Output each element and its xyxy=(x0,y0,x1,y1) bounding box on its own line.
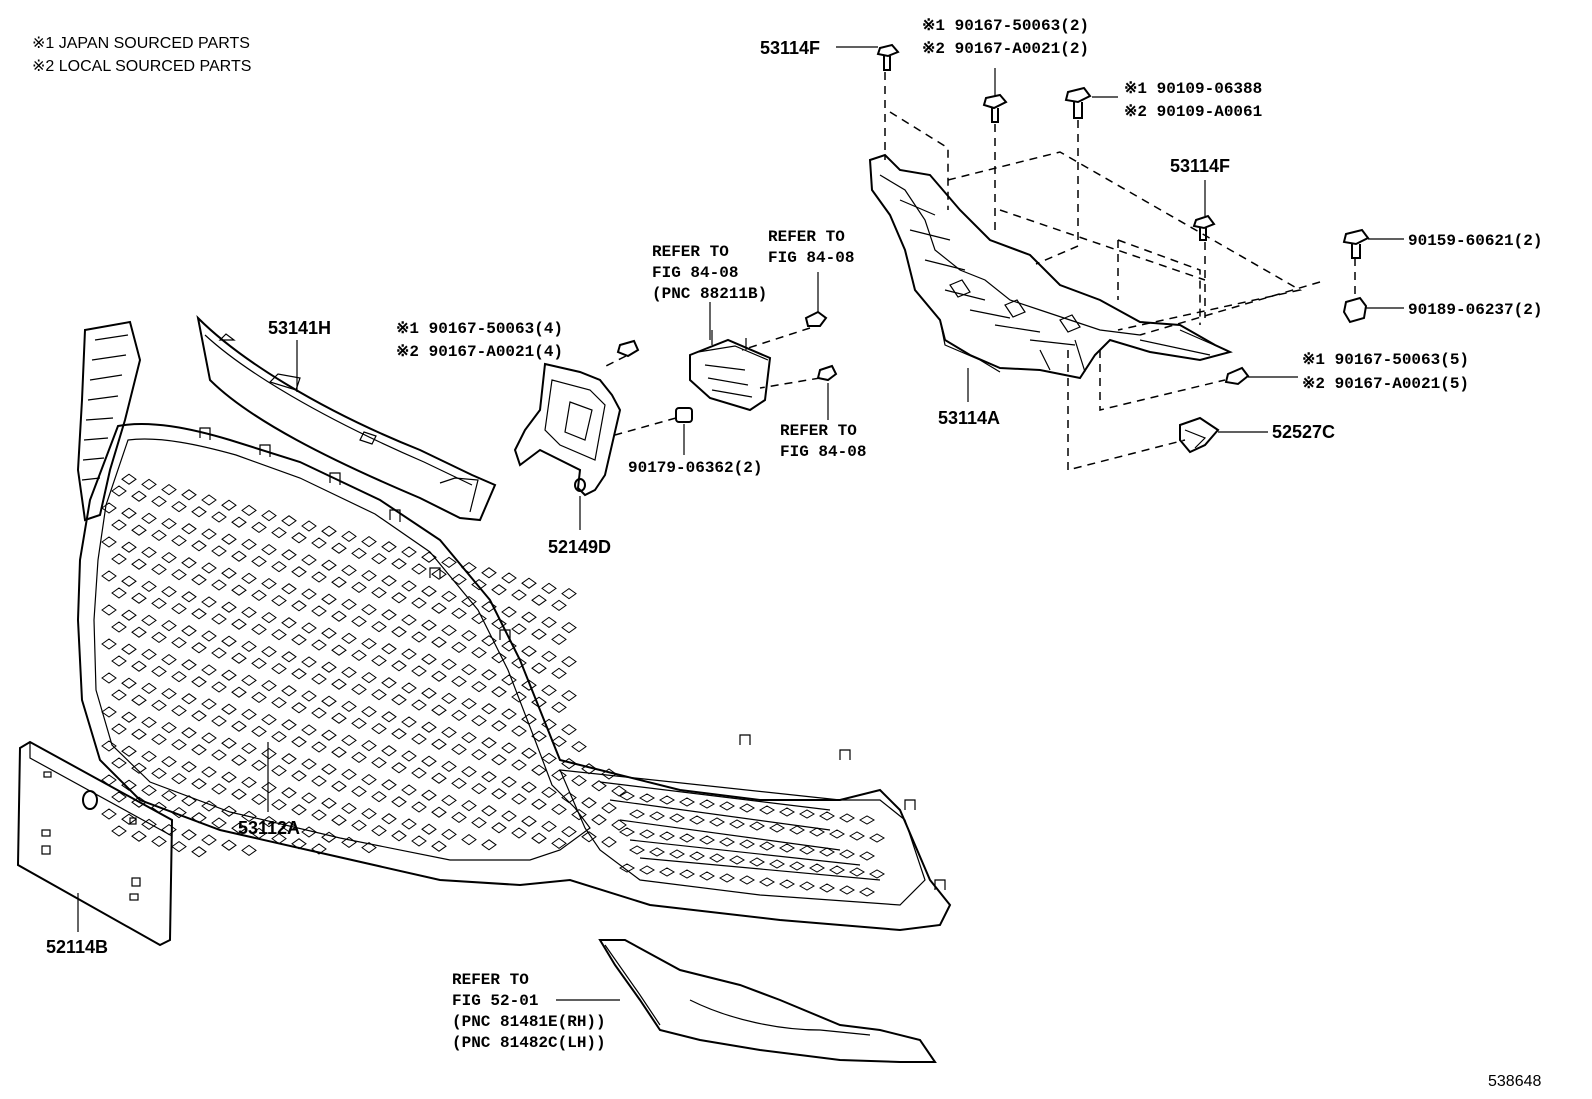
label-refer-clip-upper-2: FIG 84-08 xyxy=(768,249,854,267)
figure-id: 538648 xyxy=(1488,1073,1541,1090)
label-refer-cover-3: (PNC 81481E(RH)) xyxy=(452,1013,606,1031)
label-90167-top-jp: ※1 90167-50063(2) xyxy=(922,17,1089,35)
leader-lines xyxy=(77,46,1404,1001)
grille-53112A[interactable] xyxy=(76,320,952,932)
screw-90167-top[interactable] xyxy=(982,93,1008,123)
label-90159: 90159-60621(2) xyxy=(1408,232,1542,250)
lower-cover-ref-52-01[interactable] xyxy=(598,939,937,1063)
label-90109-local: ※2 90109-A0061 xyxy=(1124,103,1262,121)
label-refer-cover-1: REFER TO xyxy=(452,971,529,989)
label-90167-right-local: ※2 90167-A0021(5) xyxy=(1302,375,1469,393)
bolt-90109[interactable] xyxy=(1064,86,1092,119)
label-52114B: 52114B xyxy=(46,937,108,957)
label-90167-top-local: ※2 90167-A0021(2) xyxy=(922,40,1089,58)
label-refer-cover-4: (PNC 81482C(LH)) xyxy=(452,1034,606,1052)
label-53114F-top: 53114F xyxy=(760,38,820,58)
label-90189: 90189-06237(2) xyxy=(1408,301,1542,319)
label-refer-radar-2: FIG 84-08 xyxy=(652,264,738,282)
label-90109-jp: ※1 90109-06388 xyxy=(1124,80,1262,98)
radar-sensor[interactable] xyxy=(675,330,772,423)
assembly-dashed-lines xyxy=(605,72,1356,471)
screw-90167-mid[interactable] xyxy=(616,339,640,358)
label-refer-radar-3: (PNC 88211B) xyxy=(652,285,767,303)
grille-mesh-pattern xyxy=(101,473,886,897)
nut-90189[interactable] xyxy=(1342,296,1368,324)
label-refer-cover-2: FIG 52-01 xyxy=(452,992,538,1010)
label-52149D: 52149D xyxy=(548,537,611,557)
legend-local-sourced: ※2 LOCAL SOURCED PARTS xyxy=(32,58,251,75)
label-90167-mid-jp: ※1 90167-50063(4) xyxy=(396,320,563,338)
label-refer-clip-upper-1: REFER TO xyxy=(768,228,845,246)
label-refer-clip-lower-1: REFER TO xyxy=(780,422,857,440)
label-90167-mid-local: ※2 90167-A0021(4) xyxy=(396,343,563,361)
label-90179: 90179-06362(2) xyxy=(628,459,762,477)
label-52527C: 52527C xyxy=(1272,422,1335,442)
label-refer-clip-lower-2: FIG 84-08 xyxy=(780,443,866,461)
label-53141H: 53141H xyxy=(268,318,331,338)
molding-53141H[interactable] xyxy=(196,314,497,522)
label-53112A: 53112A xyxy=(238,818,300,838)
clip-53114F-right[interactable] xyxy=(1192,214,1216,241)
label-refer-radar-1: REFER TO xyxy=(652,243,729,261)
mesh-cells xyxy=(101,473,886,897)
label-53114A: 53114A xyxy=(938,408,1000,428)
support-53114A[interactable] xyxy=(868,153,1233,380)
radar-bracket-52149D[interactable] xyxy=(513,362,622,497)
retainer-52527C[interactable] xyxy=(1179,416,1220,454)
clip-ref-84-08-lower[interactable] xyxy=(816,364,838,382)
clip-53114F-top[interactable] xyxy=(876,43,900,71)
legend-japan-sourced: ※1 JAPAN SOURCED PARTS xyxy=(32,35,250,52)
label-53114F-right: 53114F xyxy=(1170,156,1230,176)
bolt-90159[interactable] xyxy=(1342,228,1370,259)
clip-ref-84-08-upper[interactable] xyxy=(804,310,828,327)
license-bracket-52114B[interactable] xyxy=(16,740,174,947)
label-90167-right-jp: ※1 90167-50063(5) xyxy=(1302,351,1469,369)
screw-90167-right[interactable] xyxy=(1224,366,1250,386)
